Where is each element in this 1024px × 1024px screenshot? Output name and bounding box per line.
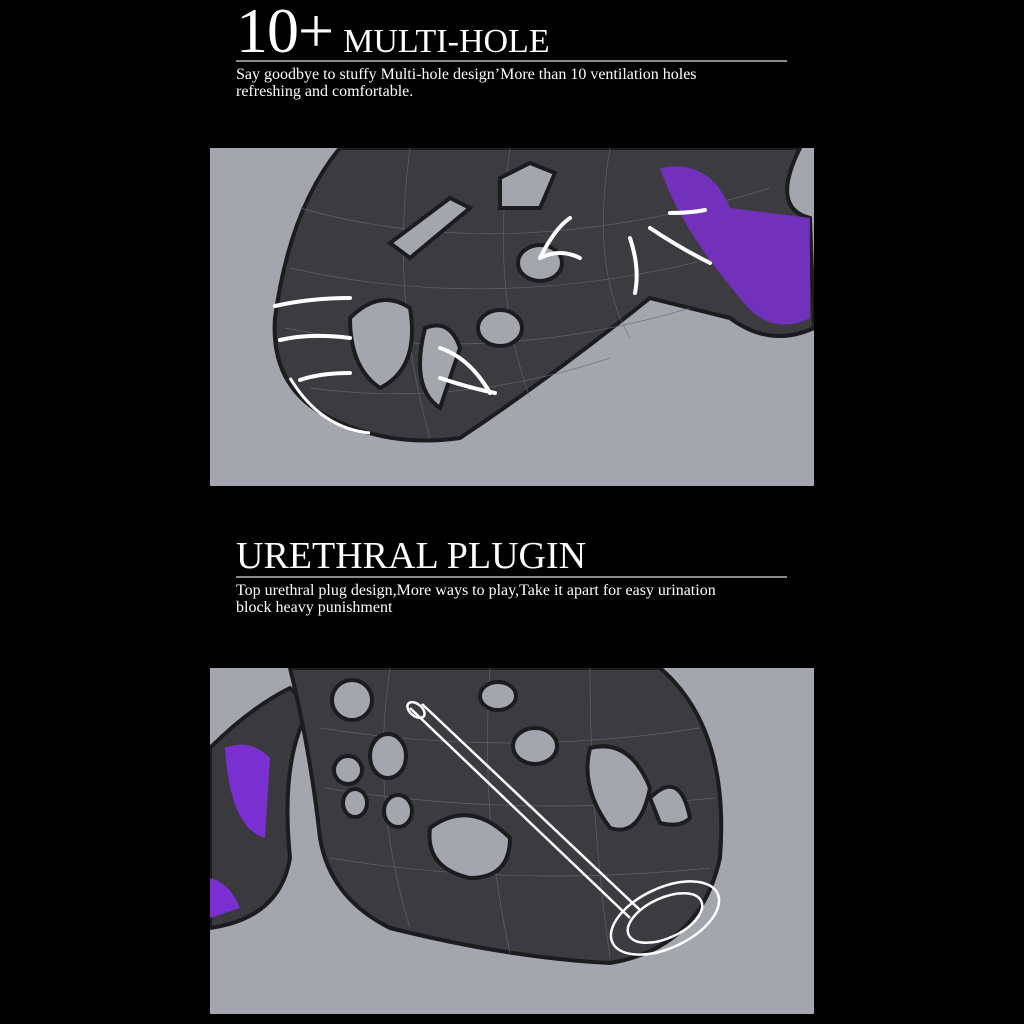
- urethral-plugin-title-row: URETHRAL PLUGIN: [236, 536, 787, 578]
- hole-count: 10+: [236, 0, 334, 66]
- description-line: Say goodbye to stuffy Multi-hole design’…: [236, 66, 697, 83]
- multi-hole-title: MULTI-HOLE: [343, 23, 550, 60]
- multi-hole-title-row: 10+MULTI-HOLE: [236, 0, 787, 63]
- urethral-plug: [406, 700, 721, 956]
- multi-hole-header: 10+MULTI-HOLE Say goodbye to stuffy Mult…: [236, 0, 787, 100]
- multi-hole-description: Say goodbye to stuffy Multi-hole design’…: [236, 66, 787, 100]
- multi-hole-render-image: [210, 148, 814, 486]
- urethral-plugin-illustration: [210, 668, 724, 966]
- airflow-arrows: [273, 208, 712, 395]
- description-line: block heavy punishment: [236, 599, 393, 616]
- urethral-plugin-header: URETHRAL PLUGIN Top urethral plug design…: [236, 536, 787, 616]
- multi-hole-illustration: [272, 148, 814, 443]
- urethral-plugin-title: URETHRAL PLUGIN: [236, 535, 587, 577]
- description-line: refreshing and comfortable.: [236, 83, 414, 100]
- urethral-plugin-description: Top urethral plug design,More ways to pl…: [236, 582, 787, 616]
- urethral-plugin-render-image: [210, 668, 814, 1014]
- description-line: Top urethral plug design,More ways to pl…: [236, 582, 716, 599]
